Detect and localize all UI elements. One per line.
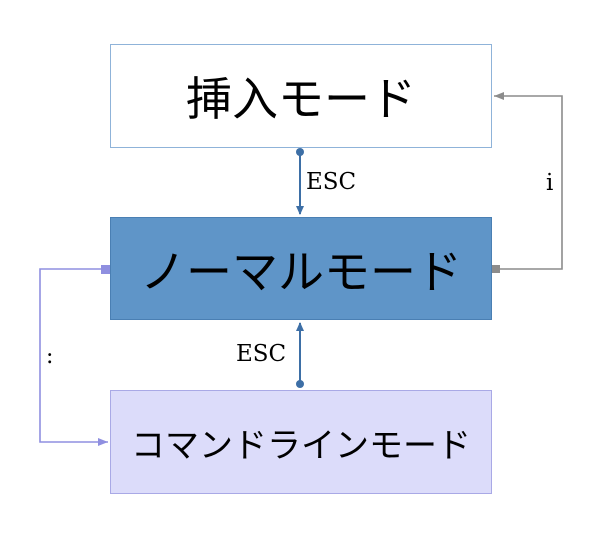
insert-mode-label: 挿入モード: [186, 72, 416, 126]
edge-label-esc-insert: ESC: [306, 169, 357, 195]
edge-insert-to-normal: [296, 148, 304, 215]
edge-start-square: [101, 265, 110, 274]
edge-label-i: i: [546, 170, 554, 196]
normal-mode-node: ノーマルモード: [110, 217, 492, 320]
normal-mode-label: ノーマルモード: [140, 244, 462, 299]
insert-mode-node: 挿入モード: [110, 44, 492, 148]
edge-start-dot: [296, 148, 304, 156]
edge-label-colon: :: [46, 344, 54, 369]
edge-command-to-normal: [296, 322, 304, 388]
edge-label-esc-command: ESC: [236, 341, 287, 367]
command-line-mode-label: コマンドラインモード: [131, 425, 471, 466]
command-line-mode-node: コマンドラインモード: [110, 390, 492, 494]
edge-start-dot: [296, 380, 304, 388]
edge-start-square: [492, 265, 500, 273]
